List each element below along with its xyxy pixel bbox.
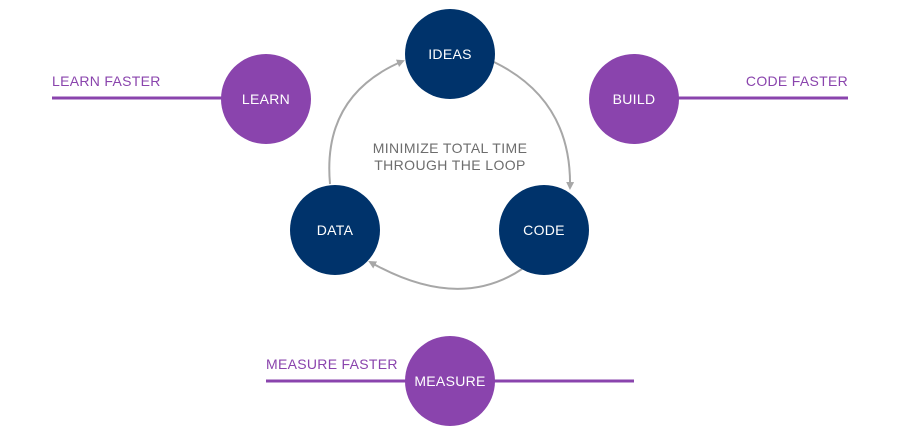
measure-label: MEASURE [414, 373, 485, 389]
data-node: DATA [290, 185, 380, 275]
learn-circle [221, 54, 311, 144]
arrow-ideas-to-code [493, 61, 575, 190]
ideas-circle [405, 9, 495, 99]
center-text-line-1: MINIMIZE TOTAL TIME [373, 140, 528, 156]
ideas-node: IDEAS [405, 9, 495, 99]
measure-node: MEASURE [405, 336, 495, 426]
build-label: BUILD [613, 91, 656, 107]
code-circle [499, 185, 589, 275]
measure-circle [405, 336, 495, 426]
build-node: BUILD [589, 54, 679, 144]
learn-label: LEARN [242, 91, 290, 107]
arrow-code-to-data [368, 261, 523, 290]
measure-faster-label: MEASURE FASTER [266, 356, 398, 372]
center-text-line-2: THROUGH THE LOOP [374, 157, 526, 173]
arrow-data-to-ideas [328, 59, 405, 185]
data-label: DATA [317, 222, 354, 238]
code-node: CODE [499, 185, 589, 275]
ideas-label: IDEAS [428, 46, 472, 62]
data-circle [290, 185, 380, 275]
build-circle [589, 54, 679, 144]
learn-node: LEARN [221, 54, 311, 144]
code-label: CODE [523, 222, 565, 238]
learn-faster-label: LEARN FASTER [52, 73, 161, 89]
code-faster-label: CODE FASTER [746, 73, 848, 89]
